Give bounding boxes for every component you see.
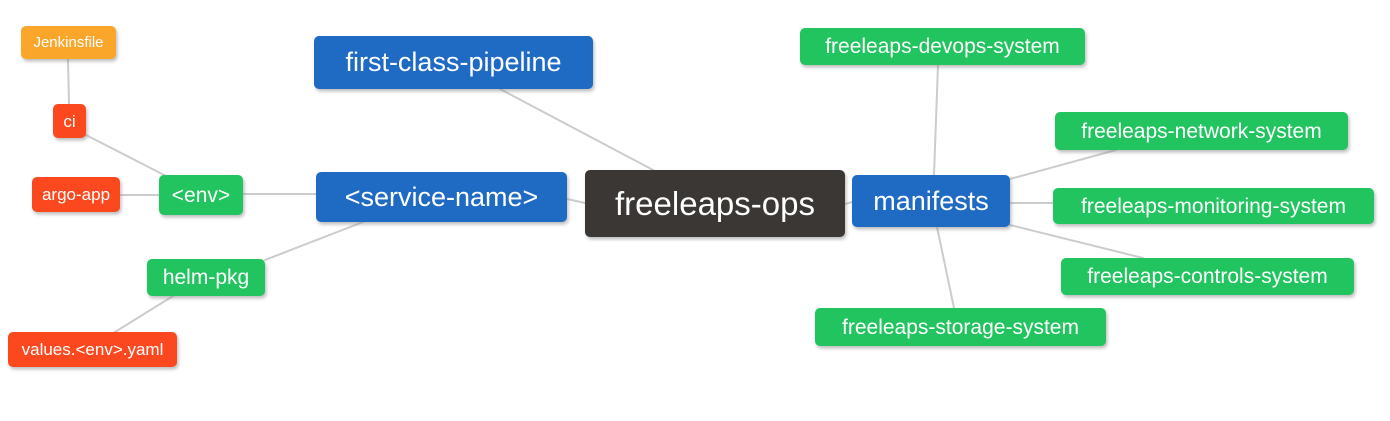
node-first-class-pipeline[interactable]: first-class-pipeline (314, 36, 593, 89)
node-freeleaps-network-system[interactable]: freeleaps-network-system (1055, 112, 1348, 150)
edge-first-class-pipeline-to-freeleaps-ops (499, 88, 656, 172)
node-manifests[interactable]: manifests (852, 175, 1010, 227)
node-values-env-yaml[interactable]: values.<env>.yaml (8, 332, 177, 367)
node-freeleaps-monitoring-system[interactable]: freeleaps-monitoring-system (1053, 188, 1374, 224)
node-ci[interactable]: ci (53, 104, 86, 138)
edge-ci-to-env (83, 133, 167, 177)
node-freeleaps-storage-system[interactable]: freeleaps-storage-system (815, 308, 1106, 346)
node-freeleaps-devops-system[interactable]: freeleaps-devops-system (800, 28, 1085, 65)
edge-manifests-to-freeleaps-network-system (1009, 149, 1117, 180)
node-env[interactable]: <env> (159, 175, 243, 215)
edge-manifests-to-freeleaps-controls-system (1009, 224, 1144, 259)
edge-freeleaps-ops-to-manifests (844, 201, 853, 205)
node-jenkinsfile[interactable]: Jenkinsfile (21, 26, 116, 59)
node-service-name[interactable]: <service-name> (316, 172, 567, 222)
node-argo-app[interactable]: argo-app (32, 177, 120, 212)
node-helm-pkg[interactable]: helm-pkg (147, 259, 265, 296)
edge-service-name-to-freeleaps-ops (566, 198, 586, 204)
edge-manifests-to-freeleaps-storage-system (936, 226, 955, 309)
edge-helm-pkg-to-service-name (264, 221, 364, 261)
node-freeleaps-ops[interactable]: freeleaps-ops (585, 170, 845, 237)
node-freeleaps-controls-system[interactable]: freeleaps-controls-system (1061, 258, 1354, 295)
edge-manifests-to-freeleaps-devops-system (933, 64, 939, 176)
edge-jenkinsfile-to-ci (67, 58, 70, 105)
edge-values-env-yaml-to-helm-pkg (114, 295, 174, 333)
